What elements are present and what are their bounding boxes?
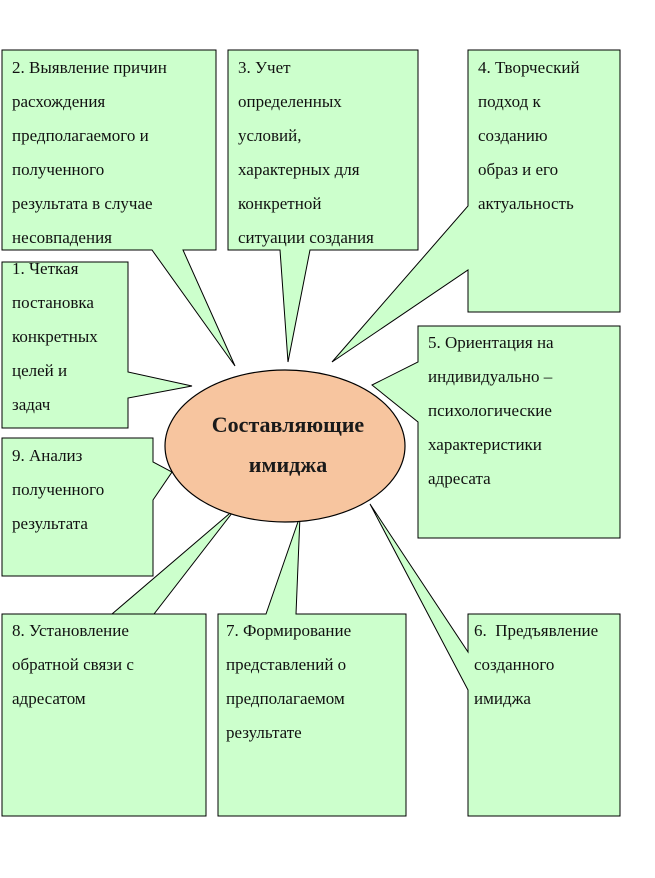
central-label-line: Составляющие: [211, 412, 365, 437]
box-line: характеристики: [428, 435, 542, 454]
box-line: индивидуально –: [428, 367, 553, 386]
box-line: подход к: [478, 92, 541, 111]
box-5-text: 5. Ориентация на индивидуально – психоло…: [428, 326, 554, 496]
box-line: конкретной: [238, 194, 322, 213]
callout-box-7: [217, 515, 407, 817]
callout-box-2: [1, 49, 236, 367]
box-line: постановка: [12, 293, 94, 312]
box-line: ситуации создания: [238, 228, 374, 247]
box-line: адресата: [428, 469, 491, 488]
box-line: 3. Учет: [238, 58, 291, 77]
box-4-text: 4. Творческий подход к созданию образ и …: [478, 51, 580, 221]
box-line: 9. Анализ: [12, 446, 83, 465]
callout-box-9: [1, 437, 173, 577]
callout-box-3: [227, 49, 419, 363]
box-7-text: 7. Формирование представлений о предпола…: [226, 614, 351, 750]
box-line: адресатом: [12, 689, 86, 708]
box-line: созданного: [474, 655, 555, 674]
box-line: психологические: [428, 401, 552, 420]
box-3-text: 3. Учет определенных условий, характерны…: [238, 51, 374, 255]
box-line: целей и: [12, 361, 68, 380]
central-label-line: имиджа: [248, 452, 328, 477]
box-line: результата: [12, 514, 88, 533]
box-2-text: 2. Выявление причин расхождения предпола…: [12, 51, 167, 255]
box-line: имиджа: [474, 689, 531, 708]
box-line: 2. Выявление причин: [12, 58, 167, 77]
box-line: 7. Формирование: [226, 621, 352, 640]
box-line: полученного: [12, 480, 105, 499]
box-line: представлений о: [226, 655, 347, 674]
box-line: обратной связи с: [12, 655, 134, 674]
box-line: характерных для: [238, 160, 360, 179]
callout-box-1: [1, 261, 193, 429]
box-9-text: 9. Анализ полученного результата: [12, 439, 104, 541]
box-6-text: 6. Предъявление созданного имиджа: [474, 614, 598, 716]
box-line: результата в случае: [12, 194, 153, 213]
box-1-text: 1. Четкая постановка конкретных целей и …: [12, 252, 98, 422]
central-label: Составляющие имиджа: [168, 405, 408, 485]
box-line: условий,: [238, 126, 302, 145]
callout-box-8: [1, 507, 237, 817]
box-line: образ и его: [478, 160, 559, 179]
callout-box-6: [369, 503, 621, 817]
central-ellipse: [164, 369, 406, 523]
box-8-text: 8. Установление обратной связи с адресат…: [12, 614, 134, 716]
box-line: предполагаемом: [226, 689, 345, 708]
box-line: расхождения: [12, 92, 106, 111]
box-line: конкретных: [12, 327, 98, 346]
box-line: определенных: [238, 92, 342, 111]
box-line: несовпадения: [12, 228, 112, 247]
box-line: задач: [12, 395, 51, 414]
box-line: 8. Установление: [12, 621, 129, 640]
box-line: 1. Четкая: [12, 259, 79, 278]
callout-box-4: [331, 49, 621, 363]
box-line: предполагаемого и: [12, 126, 149, 145]
box-line: актуальность: [478, 194, 574, 213]
box-line: 4. Творческий: [478, 58, 580, 77]
box-line: полученного: [12, 160, 105, 179]
box-line: 6. Предъявление: [474, 621, 599, 640]
callout-box-5: [371, 325, 621, 539]
box-line: 5. Ориентация на: [428, 333, 554, 352]
box-line: созданию: [478, 126, 548, 145]
box-line: результате: [226, 723, 302, 742]
